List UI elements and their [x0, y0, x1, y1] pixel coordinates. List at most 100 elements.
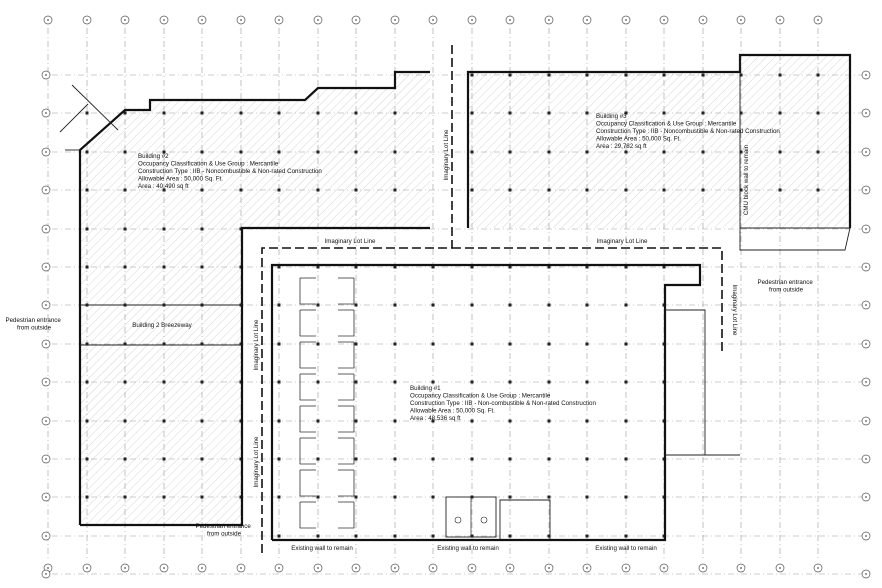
structural-column: [393, 188, 397, 192]
structural-column: [585, 495, 589, 499]
structural-column: [162, 380, 166, 384]
structural-column: [200, 380, 204, 384]
structural-column: [431, 457, 435, 461]
structural-column: [816, 73, 820, 77]
grid-bubble-dot: [45, 573, 47, 575]
structural-column: [123, 419, 127, 423]
structural-column: [316, 419, 320, 423]
structural-column: [316, 265, 320, 269]
structural-column: [662, 265, 666, 269]
structural-column: [393, 150, 397, 154]
grid-bubble-dot: [548, 19, 550, 21]
grid-bubble-dot: [817, 567, 819, 569]
structural-column: [431, 380, 435, 384]
structural-column: [85, 457, 89, 461]
structural-column: [85, 188, 89, 192]
imaginary-lot-lines: [261, 45, 723, 555]
structural-column: [85, 495, 89, 499]
grid-bubble-dot: [47, 19, 49, 21]
grid-bubble-dot: [740, 19, 742, 21]
structural-column: [739, 150, 743, 154]
structural-column: [354, 303, 358, 307]
stall-right: [338, 374, 355, 401]
grid-bubble-dot: [86, 567, 88, 569]
structural-column: [624, 150, 628, 154]
structural-column: [739, 111, 743, 115]
grid-bubble-dot: [355, 19, 357, 21]
structural-column: [701, 73, 705, 77]
restroom-block: [445, 496, 497, 538]
structural-column: [624, 457, 628, 461]
grid-bubble-dot: [45, 535, 47, 537]
structural-column: [778, 73, 782, 77]
structural-column: [585, 534, 589, 538]
building-2-hatch: [80, 72, 430, 525]
stall-right: [338, 310, 355, 337]
stall-right: [338, 438, 355, 465]
structural-column: [354, 111, 358, 115]
structural-column: [508, 419, 512, 423]
lot-line-label-right: Imaginary Lot Line: [731, 285, 738, 336]
structural-column: [624, 419, 628, 423]
grid-bubble-dot: [45, 496, 47, 498]
stall-left: [299, 310, 316, 337]
structural-column: [85, 150, 89, 154]
stall-right: [338, 278, 355, 305]
structural-column: [354, 419, 358, 423]
grid-bubble-dot: [201, 567, 203, 569]
structural-column: [316, 380, 320, 384]
stall-right: [338, 406, 355, 433]
pedestrian-entrance-bottom: Pedestrian entrance from outside: [195, 523, 252, 538]
structural-column: [200, 495, 204, 499]
pedestrian-entrance-left: Pedestrian entrance from outside: [5, 317, 62, 332]
structural-column: [393, 457, 397, 461]
structural-column: [778, 111, 782, 115]
grid-bubble-dot: [865, 573, 867, 575]
grid-bubble-dot: [625, 567, 627, 569]
structural-column: [316, 188, 320, 192]
structural-column: [200, 111, 204, 115]
structural-column: [239, 150, 243, 154]
structural-column: [162, 227, 166, 231]
stall-left: [299, 278, 316, 305]
structural-column: [277, 419, 281, 423]
grid-bubble-dot: [240, 19, 242, 21]
structural-column: [85, 227, 89, 231]
structural-column: [123, 495, 127, 499]
structural-column: [585, 73, 589, 77]
structural-column: [123, 188, 127, 192]
existing-wall-label-left: Existing wall to remain: [291, 545, 353, 552]
structural-column: [393, 534, 397, 538]
grid-bubble-dot: [278, 567, 280, 569]
structural-column: [508, 303, 512, 307]
structural-column: [123, 111, 127, 115]
grid-bubble-dot: [663, 19, 665, 21]
lot-line-label-center-vertical: Imaginary Lot Line: [443, 129, 450, 180]
structural-column: [162, 495, 166, 499]
grid-bubble-dot: [509, 19, 511, 21]
structural-column: [316, 495, 320, 499]
grid-bubble-dot: [779, 567, 781, 569]
grid-bubble-dot: [124, 19, 126, 21]
structural-column: [123, 380, 127, 384]
structural-column: [354, 534, 358, 538]
grid-bubble-dot: [432, 567, 434, 569]
grid-bubble-dot: [817, 19, 819, 21]
structural-column: [354, 188, 358, 192]
grid-bubble-dot: [317, 19, 319, 21]
building-3-walls: [466, 53, 852, 251]
structural-column: [585, 188, 589, 192]
structural-column: [277, 111, 281, 115]
structural-column: [162, 188, 166, 192]
grid-bubble-dot: [471, 567, 473, 569]
structural-column: [277, 303, 281, 307]
structural-column: [354, 150, 358, 154]
structural-column: [200, 342, 204, 346]
grid-bubble-dot: [45, 304, 47, 306]
grid-bubble-dot: [45, 112, 47, 114]
grid-bubble-dot: [865, 381, 867, 383]
grid-bubble-dot: [865, 420, 867, 422]
structural-column: [624, 303, 628, 307]
structural-column: [200, 419, 204, 423]
